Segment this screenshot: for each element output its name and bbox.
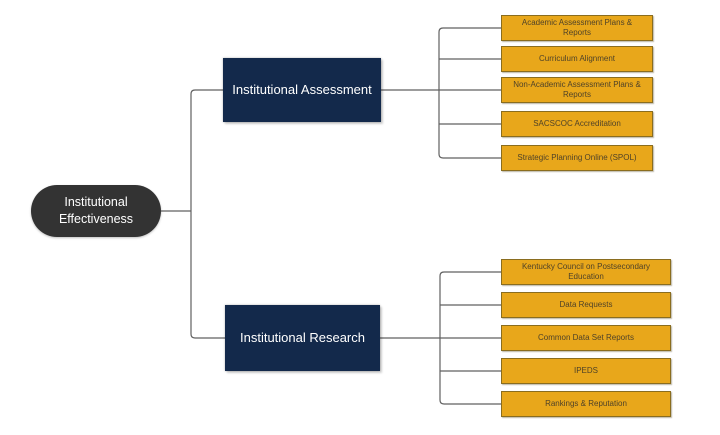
root-node-label: Institutional Effectiveness [58,195,134,226]
node-sacscoc-accreditation[interactable]: SACSCOC Accreditation [501,111,653,137]
node-strategic-planning-online-spol[interactable]: Strategic Planning Online (SPOL) [501,145,653,171]
assessment-trunk-connector [438,27,501,159]
branch-node-label: Institutional Assessment [232,81,372,97]
leaf-node-label: IPEDS [573,366,598,375]
branch-node-label: Institutional Research [239,329,365,345]
leaf-node-label: Non-Academic Assessment Plans & Reports [513,80,641,99]
leaf-node-label: Kentucky Council on Postsecondary Educat… [521,262,651,281]
leaf-node-label: SACSCOC Accreditation [533,119,621,128]
leaf-node-label: Data Requests [559,300,613,309]
node-common-data-set-reports[interactable]: Common Data Set Reports [501,325,671,351]
node-ipeds[interactable]: IPEDS [501,358,671,384]
node-institutional-effectiveness[interactable]: Institutional Effectiveness [31,185,161,237]
node-non-academic-assessment-plans-reports[interactable]: Non-Academic Assessment Plans & Reports [501,77,653,103]
node-institutional-assessment[interactable]: Institutional Assessment [223,58,381,122]
root-trunk-connector [190,89,225,339]
leaf-node-label: Common Data Set Reports [537,333,635,342]
leaf-node-label: Curriculum Alignment [538,54,616,63]
node-rankings-reputation[interactable]: Rankings & Reputation [501,391,671,417]
node-curriculum-alignment[interactable]: Curriculum Alignment [501,46,653,72]
leaf-node-label: Rankings & Reputation [545,399,627,408]
node-data-requests[interactable]: Data Requests [501,292,671,318]
leaf-node-label: Academic Assessment Plans & Reports [521,18,633,37]
node-academic-assessment-plans-reports[interactable]: Academic Assessment Plans & Reports [501,15,653,41]
node-kentucky-council-postsecondary-education[interactable]: Kentucky Council on Postsecondary Educat… [501,259,671,285]
node-institutional-research[interactable]: Institutional Research [225,305,380,371]
research-trunk-connector [439,271,501,405]
leaf-node-label: Strategic Planning Online (SPOL) [517,153,637,162]
